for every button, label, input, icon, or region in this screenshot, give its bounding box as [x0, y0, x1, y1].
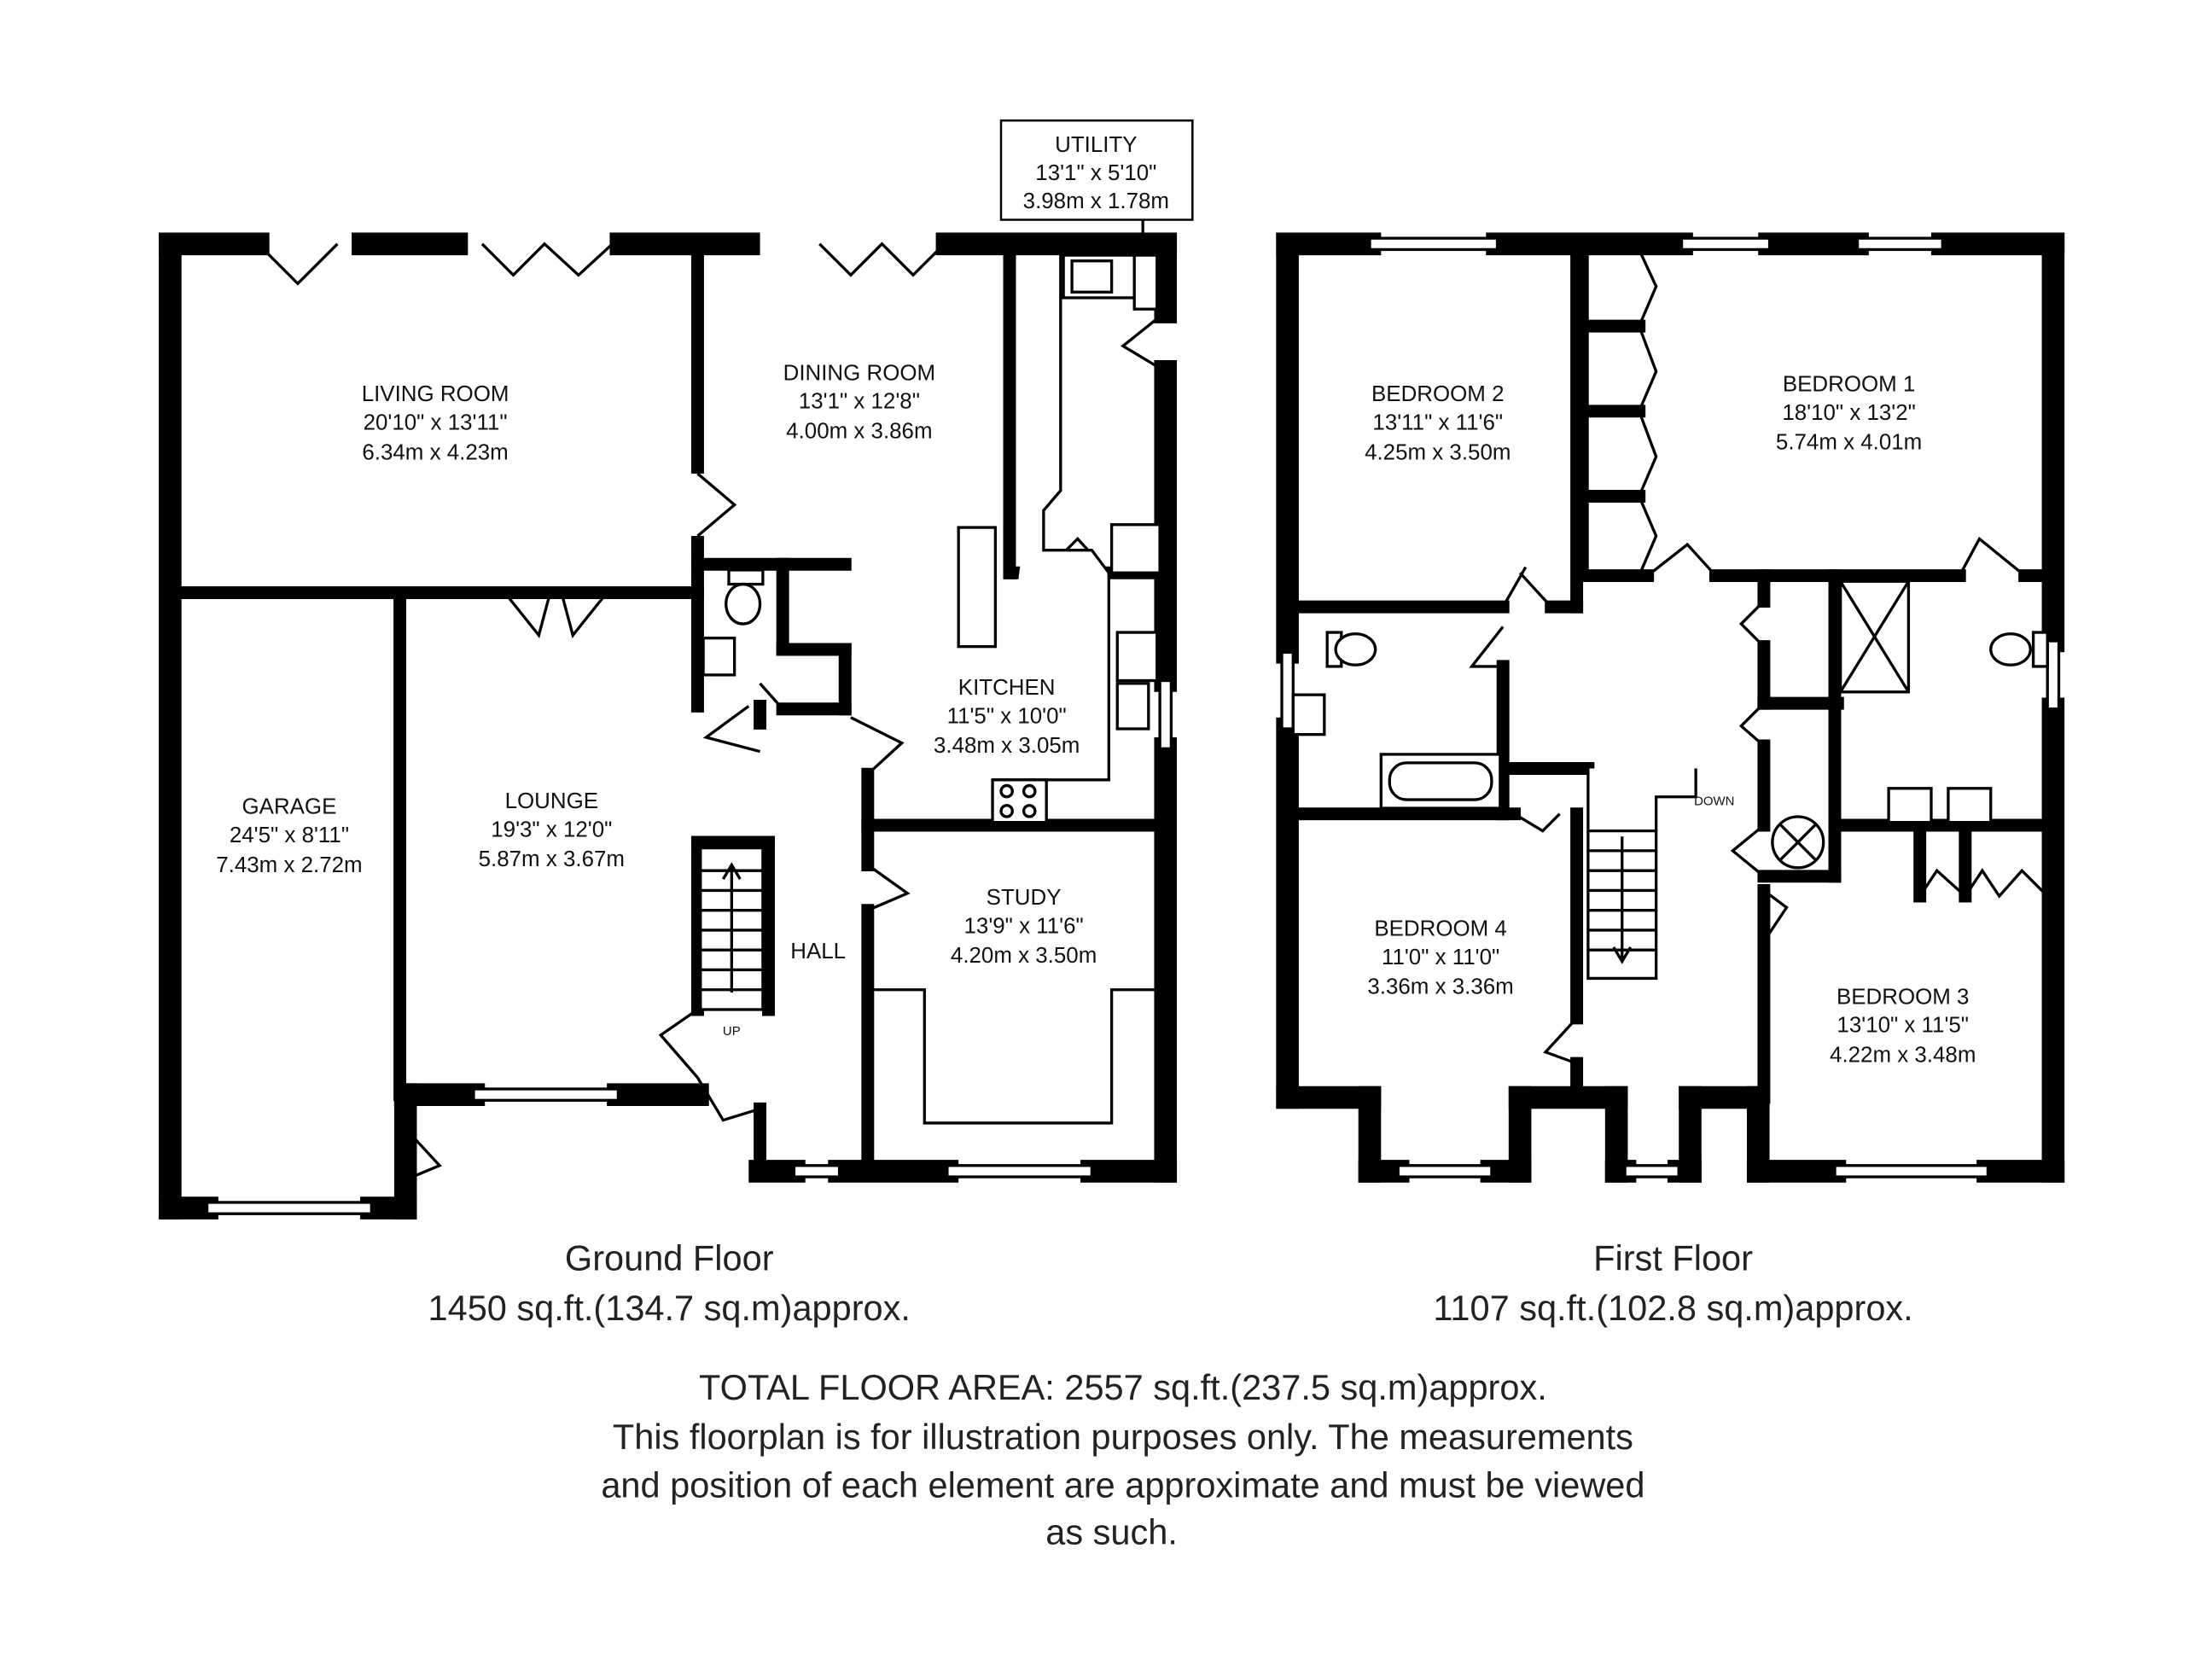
hall-name: HALL	[790, 940, 846, 963]
disclaimer-line-1: This floorplan is for illustration purpo…	[613, 1417, 1633, 1457]
first-bathroom-fittings	[1291, 579, 2049, 870]
bedroom-4-metric: 3.36m x 3.36m	[1367, 975, 1513, 999]
ground-windows	[205, 242, 1173, 1215]
first-doors	[1469, 248, 2049, 1065]
study-name: STUDY	[987, 886, 1062, 910]
kitchen-imperial: 11'5" x 10'0"	[947, 704, 1067, 728]
garage-name: GARAGE	[242, 795, 337, 819]
ground-floor-title: Ground Floor	[565, 1238, 774, 1278]
bedroom-2-name: BEDROOM 2	[1371, 382, 1504, 406]
disclaimer-line-2: and position of each element are approxi…	[601, 1465, 1644, 1505]
ground-floor-area: 1450 sq.ft.(134.7 sq.m)approx.	[428, 1288, 911, 1328]
first-stairs	[1586, 768, 1697, 981]
dining-room-name: DINING ROOM	[783, 361, 935, 385]
first-floor-area: 1107 sq.ft.(102.8 sq.m)approx.	[1433, 1288, 1912, 1328]
bedroom-3-metric: 4.22m x 3.48m	[1830, 1043, 1976, 1067]
bedroom-4-imperial: 11'0" x 11'0"	[1382, 946, 1499, 969]
study-bay	[873, 988, 1161, 1125]
bedroom-2-metric: 4.25m x 3.50m	[1365, 440, 1511, 464]
bedroom-1-imperial: 18'10" x 13'2"	[1782, 401, 1916, 425]
garage-metric: 7.43m x 2.72m	[216, 853, 362, 877]
ground-stairs-label: UP	[723, 1024, 741, 1039]
bedroom-1-name: BEDROOM 1	[1783, 373, 1915, 397]
first-interior-walls	[1286, 242, 2054, 1104]
kitchen-metric: 3.48m x 3.05m	[934, 734, 1080, 758]
ground-doors	[404, 311, 1167, 1181]
living-room-imperial: 20'10" x 13'11"	[364, 410, 508, 434]
utility-metric: 3.98m x 1.78m	[1023, 189, 1169, 213]
bedroom-3-name: BEDROOM 3	[1837, 985, 1969, 1009]
utility-name: UTILITY	[1055, 133, 1137, 157]
first-windows	[1280, 236, 2061, 1179]
utility-label-box	[999, 119, 1194, 221]
study-imperial: 13'9" x 11'6"	[964, 914, 1084, 938]
disclaimer-line-3: as such.	[1045, 1511, 1178, 1551]
dining-room-metric: 4.00m x 3.86m	[786, 419, 932, 443]
study-metric: 4.20m x 3.50m	[951, 944, 1097, 968]
bedroom-2-imperial: 13'11" x 11'6"	[1372, 410, 1503, 434]
ground-stairs	[699, 846, 765, 1011]
ground-interior-walls	[169, 237, 1173, 1178]
ground-outer-walls	[159, 232, 1178, 1220]
bedroom-3-imperial: 13'10" x 11'5"	[1837, 1014, 1969, 1038]
kitchen-fittings	[957, 252, 1161, 824]
labels: UTILITY 13'1" x 5'10" 3.98m x 1.78m LIVI…	[216, 133, 1976, 1552]
lounge-name: LOUNGE	[505, 789, 598, 813]
first-floor-plan	[1276, 232, 2065, 1183]
bedroom-4-name: BEDROOM 4	[1374, 917, 1506, 941]
bedroom-1-metric: 5.74m x 4.01m	[1776, 431, 1922, 455]
dining-room-imperial: 13'1" x 12'8"	[799, 390, 920, 414]
first-stairs-label: DOWN	[1694, 795, 1734, 809]
first-floor-title: First Floor	[1593, 1238, 1753, 1278]
ground-wc-fittings	[701, 568, 765, 677]
lounge-imperial: 19'3" x 12'0"	[491, 818, 612, 841]
utility-imperial: 13'1" x 5'10"	[1035, 161, 1156, 185]
living-room-metric: 6.34m x 4.23m	[362, 440, 508, 464]
garage-imperial: 24'5" x 8'11"	[230, 824, 349, 847]
total-floor-area: TOTAL FLOOR AREA: 2557 sq.ft.(237.5 sq.m…	[699, 1367, 1547, 1407]
kitchen-name: KITCHEN	[958, 676, 1056, 700]
ground-floor-plan	[159, 119, 1194, 1220]
lounge-metric: 5.87m x 3.67m	[479, 847, 625, 871]
living-room-name: LIVING ROOM	[362, 382, 509, 406]
